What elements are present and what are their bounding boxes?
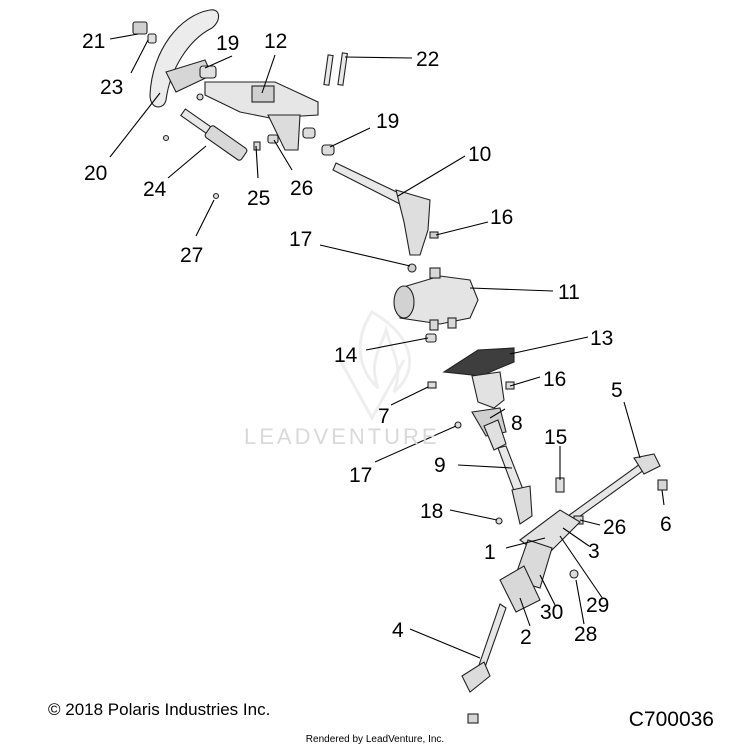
clip-part [132,21,157,44]
callout-5: 5 [611,379,623,402]
callout-16-lower: 16 [543,368,566,391]
callout-12: 12 [264,30,287,53]
callout-26-upper: 26 [290,177,313,200]
callout-2: 2 [520,626,532,649]
power-steering-unit [393,263,479,331]
callout-25: 25 [247,187,270,210]
intermediate-shaft [483,419,533,525]
callout-7: 7 [378,405,390,428]
upper-steering-shaft [332,162,439,256]
callout-29: 29 [586,594,609,617]
callout-11: 11 [558,281,580,304]
callout-1: 1 [484,541,496,564]
bolt-7 [427,381,437,389]
callout-19-middle: 19 [376,110,399,133]
mounting-bracket [442,347,515,409]
leader-lines [109,33,665,659]
gas-strut [180,108,248,161]
callout-17-lower: 17 [349,464,372,487]
nut-lower-left [467,713,479,724]
callout-17-upper: 17 [289,228,312,251]
nut-17 [454,421,462,429]
callout-21: 21 [82,30,105,53]
tie-rod-right [567,453,661,523]
callout-4: 4 [392,619,404,642]
callout-28: 28 [574,623,597,646]
callout-19-upper: 19 [216,32,239,55]
callout-14: 14 [334,344,358,367]
callout-8: 8 [511,412,523,435]
callout-20: 20 [84,162,107,185]
bolt-15 [555,477,565,493]
tie-rod-left [461,603,507,693]
callout-24: 24 [143,178,167,201]
nut-28 [569,569,579,579]
callout-6: 6 [660,513,672,536]
watermark-text: LEADVENTURE [244,424,440,449]
callout-9: 9 [434,454,446,477]
callout-23: 23 [100,76,123,99]
drawing-id: C700036 [628,708,714,731]
nut-6 [657,479,668,491]
rendered-by-text: Rendered by LeadVenture, Inc. [305,734,445,745]
callout-30: 30 [540,601,563,624]
small-fasteners [162,93,335,200]
nut-18 [495,517,503,525]
tilt-bracket [199,65,319,151]
copyright-text: © 2018 Polaris Industries Inc. [48,700,271,719]
rack-boot [499,565,541,613]
callout-13: 13 [590,327,613,350]
callout-10: 10 [468,143,491,166]
callout-15: 15 [544,426,567,449]
bolts [323,52,348,86]
callout-18: 18 [420,500,443,523]
callout-3: 3 [588,540,600,563]
callout-22: 22 [416,48,439,71]
callout-labels: 21 19 12 23 22 20 19 10 24 25 26 27 16 1… [82,30,672,649]
watermark-logo [338,310,411,422]
callout-27: 27 [180,244,203,267]
callout-26-lower: 26 [603,516,626,539]
callout-16-upper: 16 [490,206,513,229]
